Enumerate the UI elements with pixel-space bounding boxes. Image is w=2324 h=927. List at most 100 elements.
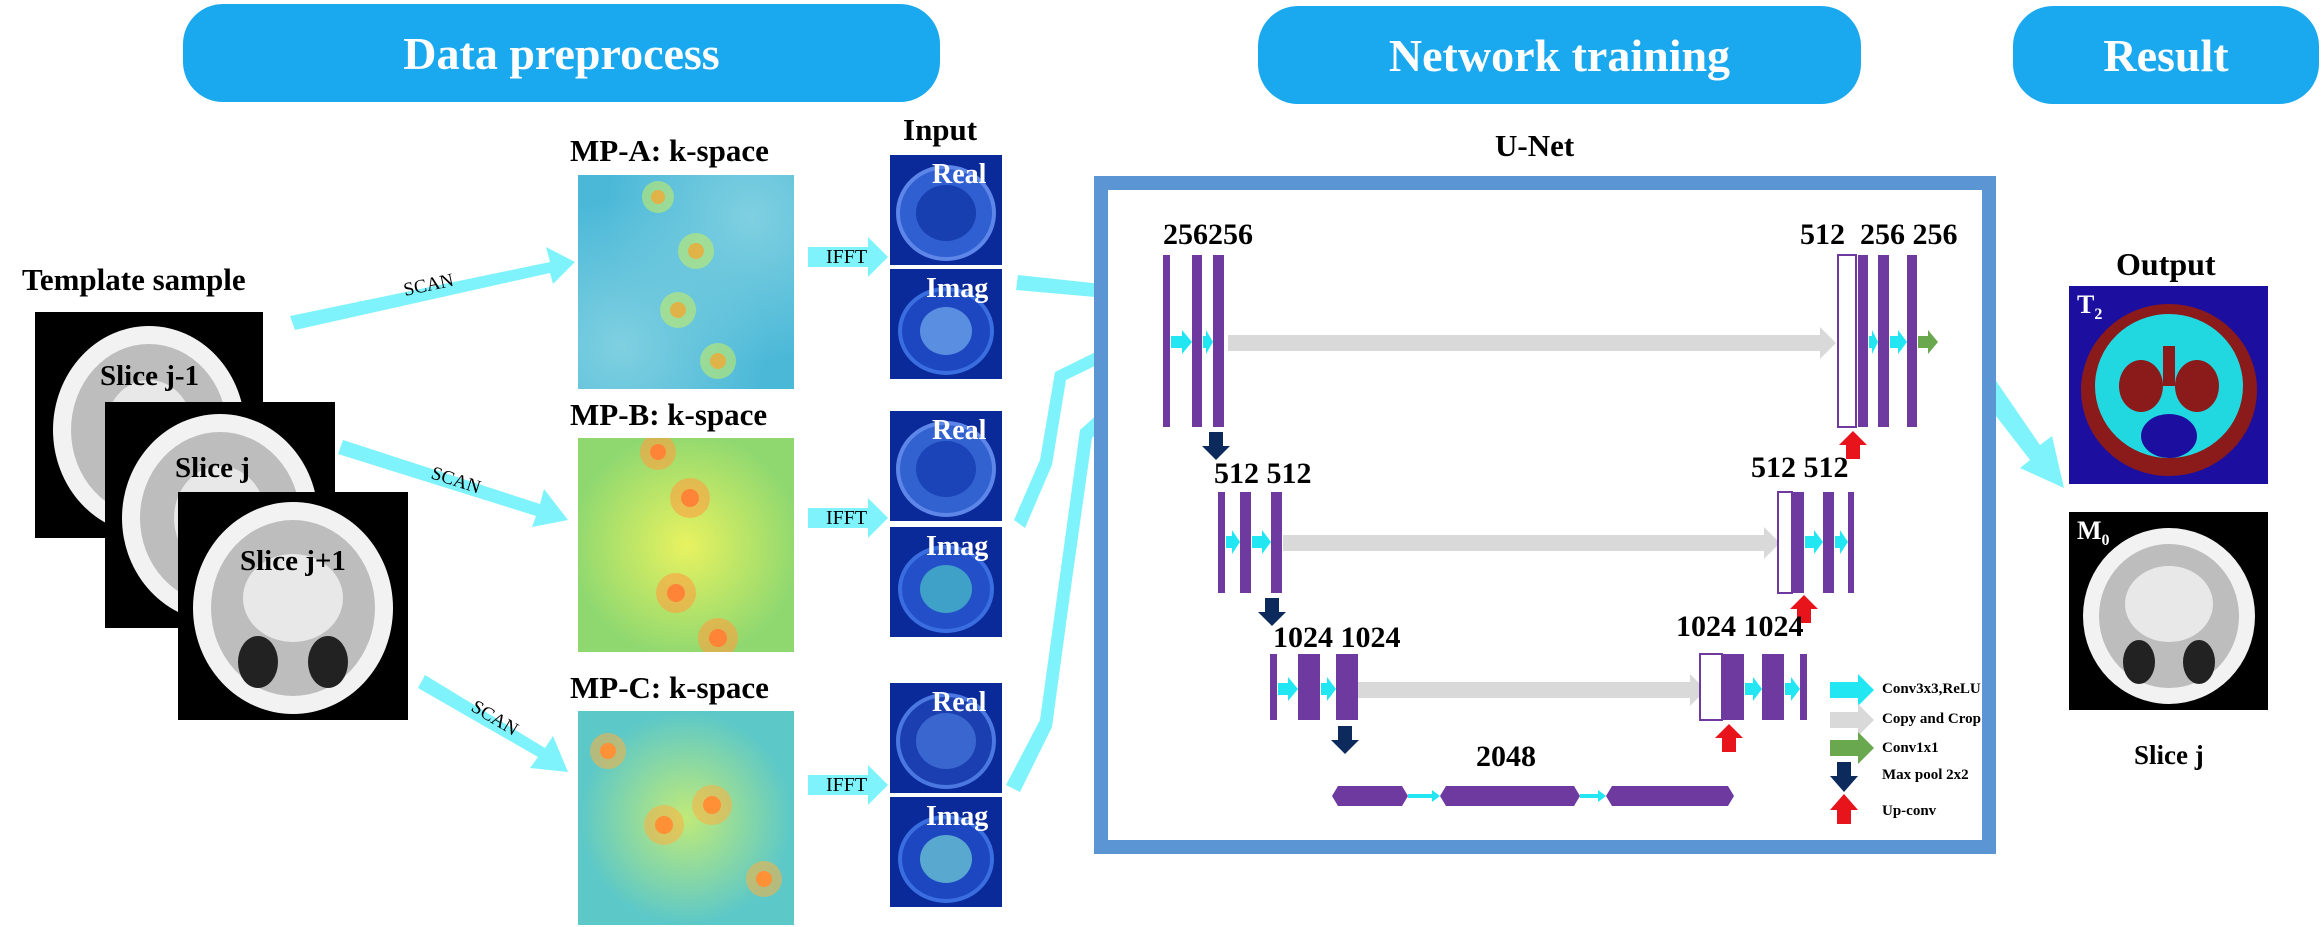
kspace-a-image xyxy=(578,175,794,389)
input-b-imag-image xyxy=(898,545,994,633)
bar-l2-b xyxy=(1240,492,1251,593)
up-arrow-1 xyxy=(1839,431,1867,459)
bar-r1-b xyxy=(1878,255,1889,427)
input-c-real-image xyxy=(896,693,996,789)
output-t2-letter: T xyxy=(2077,290,2095,319)
unet-l2-left-num: 512 512 xyxy=(1214,457,1312,490)
input-b-real-image xyxy=(896,421,996,517)
legend-pool-text: Max pool 2x2 xyxy=(1882,767,1969,783)
conv-r3-b xyxy=(1785,677,1800,701)
output-m0-image xyxy=(2069,512,2268,710)
conv-r2-b xyxy=(1835,530,1848,554)
legend-conv-icon xyxy=(1830,674,1874,706)
header-data-preprocess: Data preprocess xyxy=(183,4,940,102)
pool-arrow-3 xyxy=(1331,726,1359,754)
input-title: Input xyxy=(903,112,978,147)
input-b-real-label: Real xyxy=(932,415,987,446)
input-a-imag-image xyxy=(898,287,994,375)
kspace-c-title: MP-C: k-space xyxy=(570,670,769,705)
header-network-training-text: Network training xyxy=(1388,29,1731,81)
input-c-real: Real xyxy=(890,683,1002,793)
input-a-imag: Imag xyxy=(890,269,1002,379)
header-network-training: Network training xyxy=(1258,6,1861,104)
ifft-arrow-b xyxy=(808,498,888,538)
conv-l2-b xyxy=(1252,530,1271,554)
slice-cur-label: Slice j xyxy=(175,452,250,484)
conv-l3-a xyxy=(1278,677,1298,701)
bar-r2-c xyxy=(1848,492,1854,593)
legend-copy-text: Copy and Crop xyxy=(1882,711,1981,727)
kspace-b-peaks xyxy=(640,438,738,652)
input-c-imag-label: Imag xyxy=(926,801,989,832)
kspace-a-title: MP-A: k-space xyxy=(570,133,769,168)
copy-arrow-3 xyxy=(1357,674,1706,706)
scan-arrow-b xyxy=(338,440,568,527)
bar-r1-a xyxy=(1858,255,1868,427)
scan-arrow-c xyxy=(418,675,568,772)
ifft-arrow-a xyxy=(808,237,888,277)
bar-r3-c xyxy=(1800,654,1807,720)
bar-l1-b xyxy=(1192,255,1202,427)
input-b-imag-label: Imag xyxy=(926,531,989,562)
header-result-text: Result xyxy=(2103,29,2229,81)
legend-pool-icon xyxy=(1830,762,1858,792)
ifft-arrow-c xyxy=(808,765,888,805)
kspace-b-title: MP-B: k-space xyxy=(570,397,768,432)
scan-arrow-a xyxy=(290,247,575,330)
unet-l1-right-num: 512 256 256 xyxy=(1800,218,1958,251)
output-t2-image xyxy=(2069,286,2268,484)
conv-l1-a xyxy=(1171,330,1192,354)
kspace-c-peaks xyxy=(590,733,782,897)
input-a-real-image xyxy=(896,165,996,261)
ifft-label-b: IFFT xyxy=(826,507,868,529)
conv-l1-b xyxy=(1203,330,1213,354)
kspace-c-image xyxy=(578,711,794,925)
output-title: Output xyxy=(2116,246,2216,282)
conv-r1-a xyxy=(1869,330,1878,354)
output-m0-sub: 0 xyxy=(2101,532,2110,550)
legend-up-icon xyxy=(1830,794,1858,824)
output-m0-map xyxy=(2083,528,2255,704)
input-c-imag: Imag xyxy=(890,797,1002,907)
output-t2-map xyxy=(2081,304,2257,476)
bar-r2-a xyxy=(1793,492,1804,593)
ifft-label-c: IFFT xyxy=(826,774,868,796)
ifft-label-a: IFFT xyxy=(826,246,868,268)
bar-bottom-a xyxy=(1332,786,1408,806)
slice-next-label: Slice j+1 xyxy=(240,545,346,577)
slice-prev-label: Slice j-1 xyxy=(100,360,200,392)
unet-l1-left-num: 256256 xyxy=(1163,218,1253,251)
bar-r1-c xyxy=(1907,255,1917,427)
output-m0-label: M0 xyxy=(2077,516,2110,550)
conv-bottom-a xyxy=(1408,790,1440,802)
legend-conv-text: Conv3x3,ReLU xyxy=(1882,681,1981,697)
input-arrow-c xyxy=(1006,376,1160,792)
input-b-imag: Imag xyxy=(890,527,1002,637)
legend-copy-icon xyxy=(1830,704,1874,736)
conv-l3-b xyxy=(1321,677,1336,701)
up-arrow-3 xyxy=(1715,724,1743,752)
bar-l1-a xyxy=(1163,255,1170,427)
header-data-preprocess-text: Data preprocess xyxy=(403,27,720,79)
conv-l2-a xyxy=(1226,530,1240,554)
bar-l3-a xyxy=(1270,654,1277,720)
legend-conv1x1-icon xyxy=(1830,732,1874,764)
copy-arrow-1 xyxy=(1228,327,1836,359)
bar-r3-copy xyxy=(1699,653,1723,721)
input-arrow-a xyxy=(1016,275,1160,312)
header-result: Result xyxy=(2013,6,2319,104)
output-t2-sub: 2 xyxy=(2094,306,2103,324)
input-a-real: Real xyxy=(890,155,1002,265)
output-t2-label: T2 xyxy=(2077,290,2102,324)
bar-l3-c xyxy=(1336,654,1358,720)
bar-l1-c xyxy=(1213,255,1224,427)
input-a-imag-label: Imag xyxy=(926,273,989,304)
template-sample-title: Template sample xyxy=(22,262,246,297)
input-c-imag-image xyxy=(898,815,994,903)
legend-upconv-text: Up-conv xyxy=(1882,803,1937,819)
bar-r3-b xyxy=(1762,654,1784,720)
pool-arrow-1 xyxy=(1202,432,1230,460)
kspace-b-image xyxy=(578,438,794,652)
unet-title: U-Net xyxy=(1495,128,1575,163)
